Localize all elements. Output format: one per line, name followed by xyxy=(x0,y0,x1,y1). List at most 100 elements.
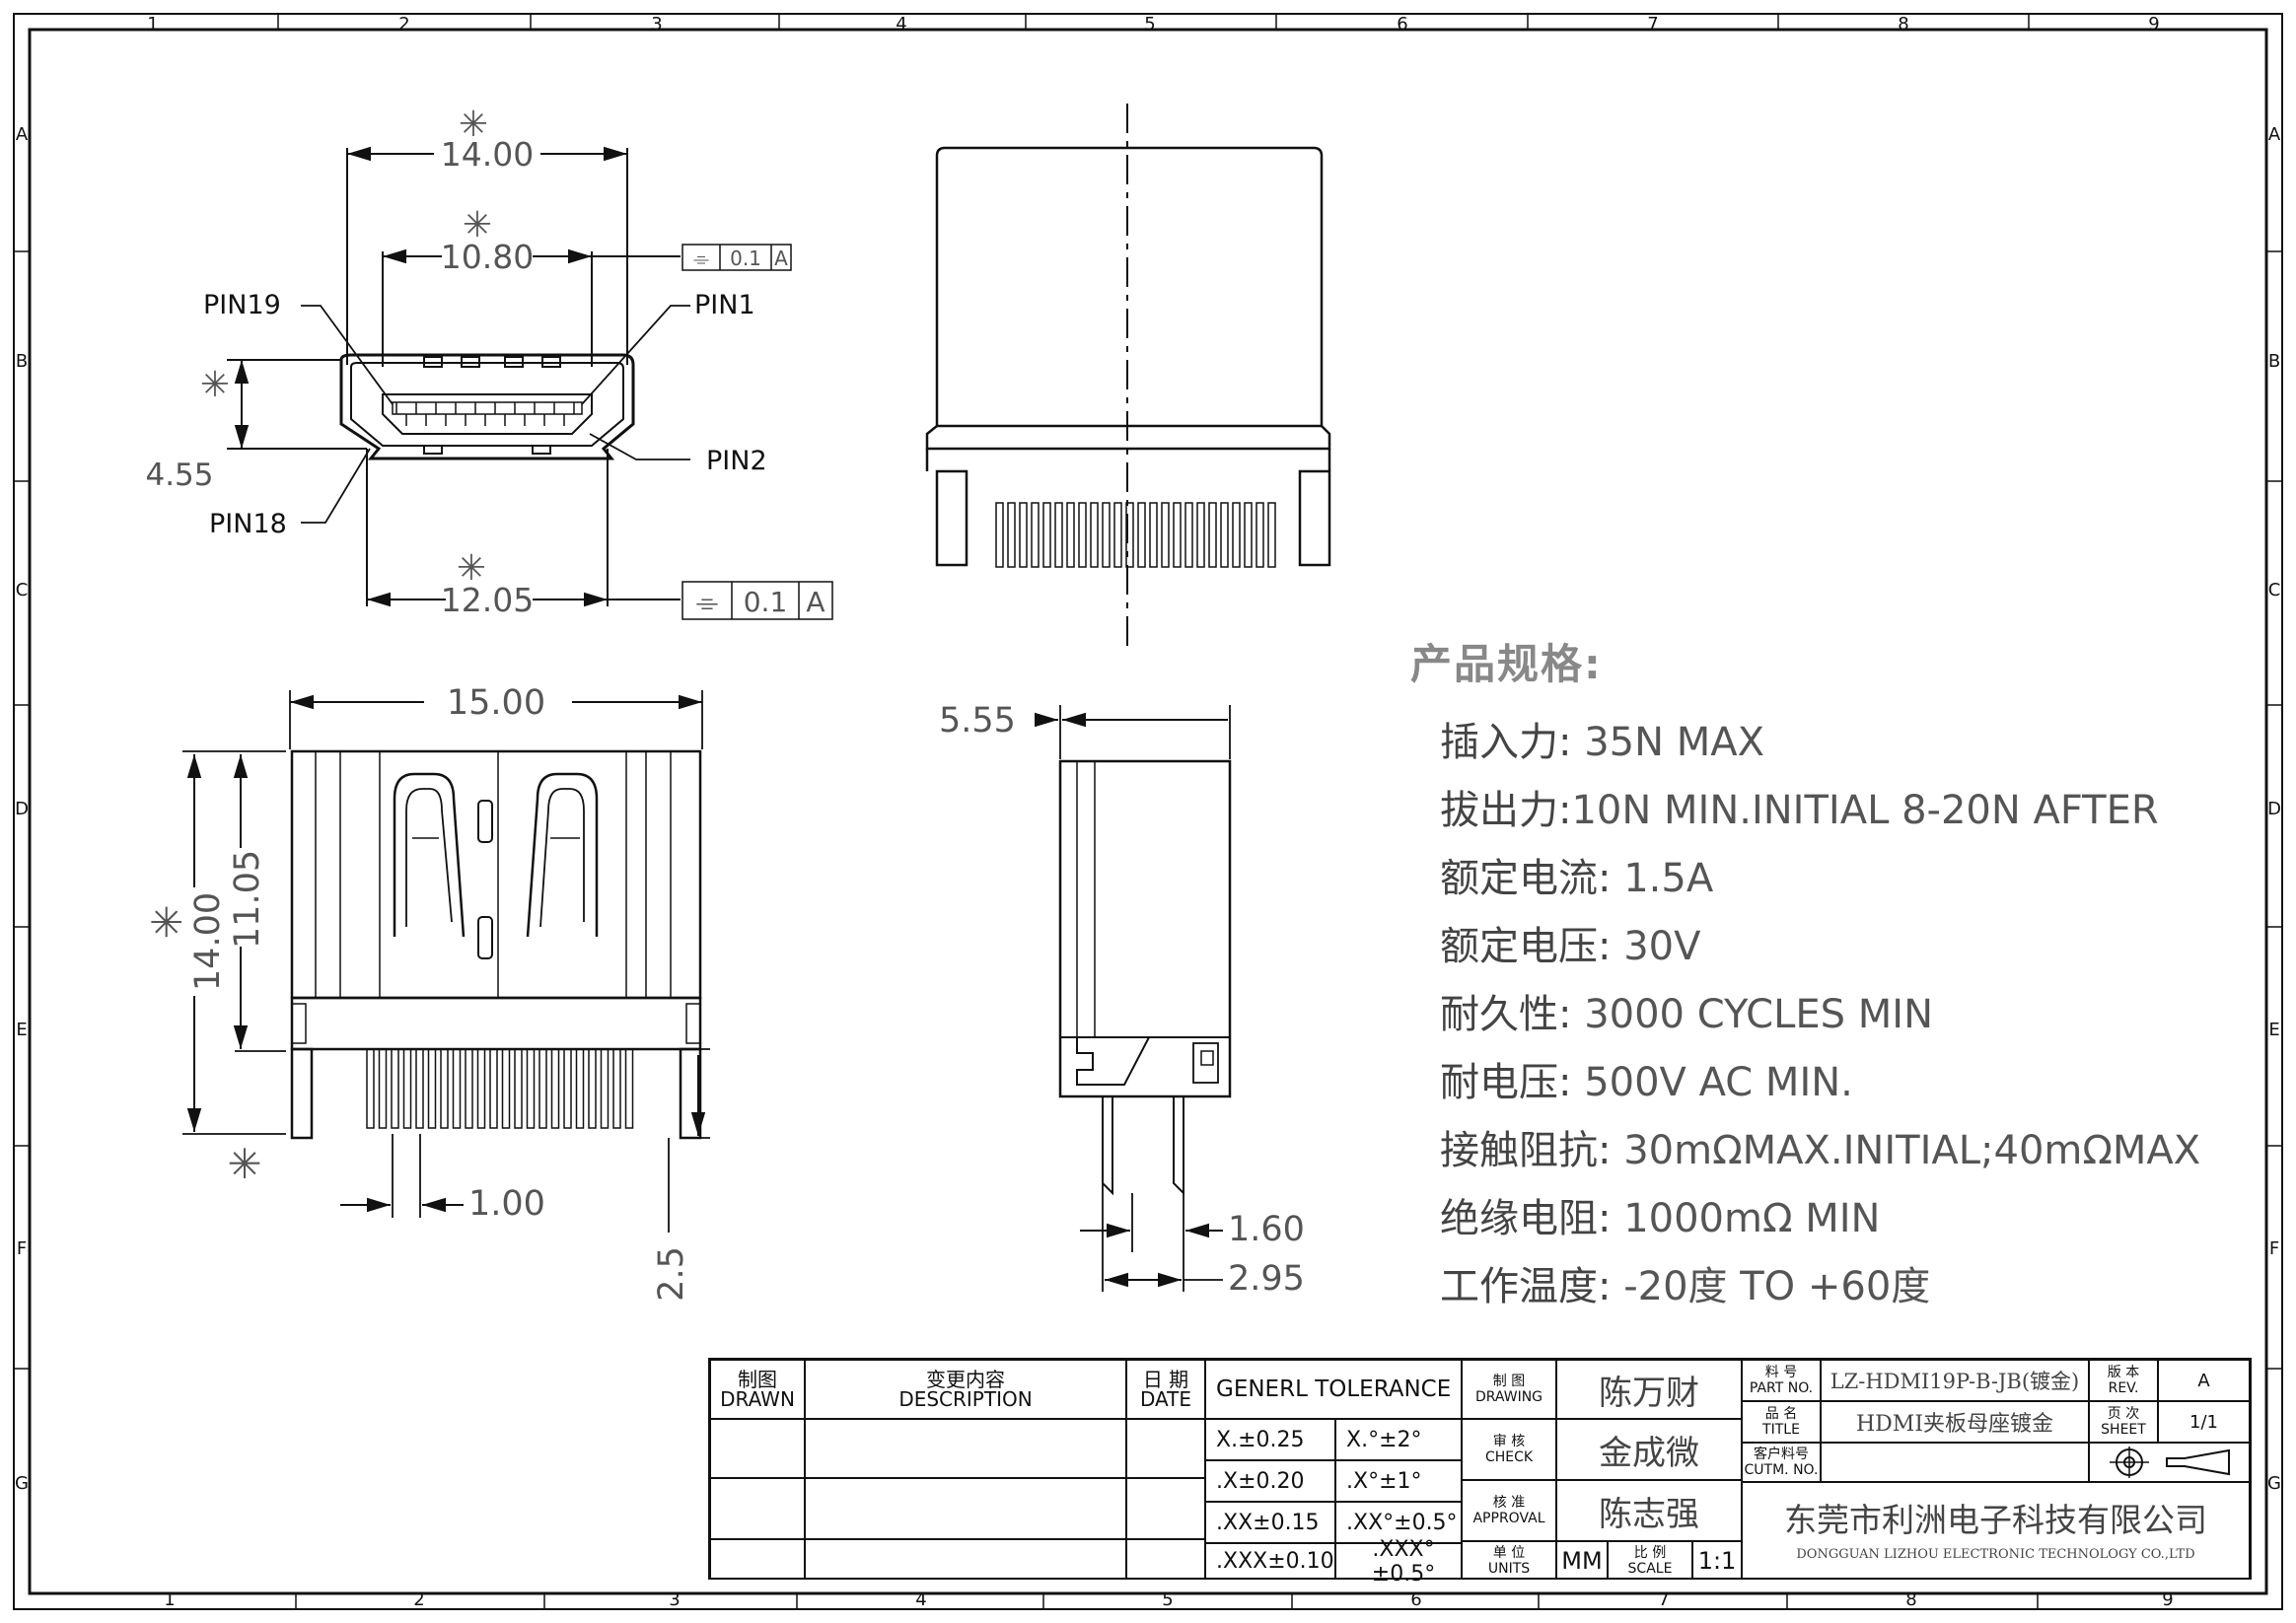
date-cn: 日 期 xyxy=(1142,1368,1189,1391)
dim-1080: 10.80 xyxy=(441,238,534,276)
tolerance-angular: X.°±2° xyxy=(1335,1419,1462,1460)
zone-label-top: 4 xyxy=(896,14,906,35)
label-pin18: PIN18 xyxy=(209,509,287,539)
title-en: TITLE xyxy=(1762,1422,1800,1438)
zone-label-left: F xyxy=(17,1238,27,1259)
company-block: 东莞市利洲电子科技有限公司 DONGGUAN LIZHOU ELECTRONIC… xyxy=(1742,1482,2250,1580)
lead-pin xyxy=(1149,502,1158,568)
projection-symbol xyxy=(2089,1443,2250,1482)
star-mark: ✳ xyxy=(227,1140,261,1188)
star-mark: ✳ xyxy=(459,105,488,145)
zone-label-bottom: 5 xyxy=(1162,1589,1173,1610)
zone-label-right: F xyxy=(2269,1238,2279,1259)
spec-row: 额定电流: 1.5A xyxy=(1410,845,2219,913)
spec-row: 接触阻抗: 30mΩMAX.INITIAL;40mΩMAX xyxy=(1410,1117,2219,1185)
units-cn: 单 位 xyxy=(1492,1544,1526,1561)
zone-label-right: B xyxy=(2268,351,2280,372)
zone-label-bottom: 9 xyxy=(2162,1589,2173,1610)
tolerance-header: GENERL TOLERANCE xyxy=(1205,1360,1462,1419)
lead-pin xyxy=(1220,502,1229,568)
lead-pin xyxy=(489,1048,498,1129)
check-en: CHECK xyxy=(1484,1449,1534,1465)
lead-pin xyxy=(1256,502,1264,568)
top-view xyxy=(925,104,1331,646)
spec-key: 额定电压: xyxy=(1440,924,1612,969)
part-no-en: PART NO. xyxy=(1749,1380,1814,1396)
spec-value: 30mΩMAX.INITIAL;40mΩMAX xyxy=(1611,1128,2201,1173)
front-view xyxy=(227,146,833,620)
zone-label-bottom: 6 xyxy=(1410,1589,1421,1610)
zone-label-left: B xyxy=(16,351,28,372)
tol-symbol: ⌯ xyxy=(693,247,709,270)
lead-pin xyxy=(415,1048,424,1129)
lead-pin xyxy=(452,1048,462,1129)
lead-pin xyxy=(1267,502,1276,568)
customer-no-value xyxy=(1821,1443,2089,1482)
sheet-frame xyxy=(13,13,2283,1610)
spec-title: 产品规格: xyxy=(1410,640,1603,688)
tolerance-angular: .XXX°±0.5° xyxy=(1335,1537,1462,1587)
spec-row: 工作温度: -20度 TO +60度 xyxy=(1410,1253,2219,1321)
dim-height: 14.00 xyxy=(188,892,228,991)
spec-key: 插入力: xyxy=(1440,720,1572,765)
lead-pin xyxy=(526,1048,536,1129)
spec-row: 插入力: 35N MAX xyxy=(1410,709,2219,777)
check-signature: 金成微 xyxy=(1556,1419,1742,1480)
tolerance-linear: .XX±0.15 xyxy=(1205,1502,1335,1543)
dim-295: 2.95 xyxy=(1228,1259,1305,1299)
desc-en: DESCRIPTION xyxy=(898,1387,1033,1411)
zone-label-right: A xyxy=(2268,124,2281,145)
lead-pin xyxy=(1090,502,1099,568)
lead-pin xyxy=(440,1048,449,1129)
front-view-labels: ✳ 14.00 ✳ 10.80 ✳ 4.55 ✳ 12.05 PIN19 PIN… xyxy=(145,105,825,619)
bottom-view xyxy=(182,690,710,1233)
label-pin19: PIN19 xyxy=(203,290,281,320)
spec-value: 1000mΩ MIN xyxy=(1611,1196,1881,1241)
zone-label-right: D xyxy=(2267,799,2281,819)
spec-key: 额定电流: xyxy=(1440,856,1612,901)
zone-label-bottom: 4 xyxy=(915,1589,926,1610)
spec-value: 500V AC MIN. xyxy=(1571,1060,1853,1105)
revision-row xyxy=(1126,1478,1205,1539)
revision-row xyxy=(710,1539,805,1580)
lead-pin xyxy=(563,1048,572,1129)
lead-pin xyxy=(514,1048,523,1129)
spec-value: 1.5A xyxy=(1611,856,1714,901)
lead-pin xyxy=(538,1048,547,1129)
spec-value: 30V xyxy=(1611,924,1701,969)
dim-depth: 5.55 xyxy=(939,701,1016,741)
revision-row xyxy=(710,1419,805,1478)
spec-key: 耐久性: xyxy=(1440,992,1572,1037)
lead-pin xyxy=(1125,502,1134,568)
tolerance-linear: .XXX±0.10 xyxy=(1205,1543,1335,1580)
drawn-en: DRAWN xyxy=(720,1387,795,1411)
scale-cn: 比 例 xyxy=(1633,1544,1667,1561)
spec-key: 拔出力: xyxy=(1440,788,1572,833)
spec-value: -20度 TO +60度 xyxy=(1611,1264,1931,1309)
spec-key: 绝缘电阻: xyxy=(1440,1196,1612,1241)
zone-label-left: C xyxy=(16,580,29,600)
zone-label-bottom: 7 xyxy=(1658,1589,1669,1610)
zone-label-top: 3 xyxy=(651,14,662,35)
title-value: HDMI夹板母座镀金 xyxy=(1821,1401,2089,1443)
spec-key: 接触阻抗: xyxy=(1440,1128,1612,1173)
lead-pin xyxy=(1078,502,1087,568)
zone-label-bottom: 2 xyxy=(413,1589,424,1610)
dim-160: 1.60 xyxy=(1228,1210,1305,1249)
spec-key: 工作温度: xyxy=(1440,1264,1612,1309)
zone-label-bottom: 1 xyxy=(164,1589,175,1610)
drawing-cn: 制 图 xyxy=(1492,1374,1526,1389)
revision-row xyxy=(1126,1539,1205,1580)
revision-row xyxy=(805,1419,1126,1478)
cust-cn: 客户料号 xyxy=(1754,1447,1809,1462)
side-view xyxy=(1035,705,1232,1292)
